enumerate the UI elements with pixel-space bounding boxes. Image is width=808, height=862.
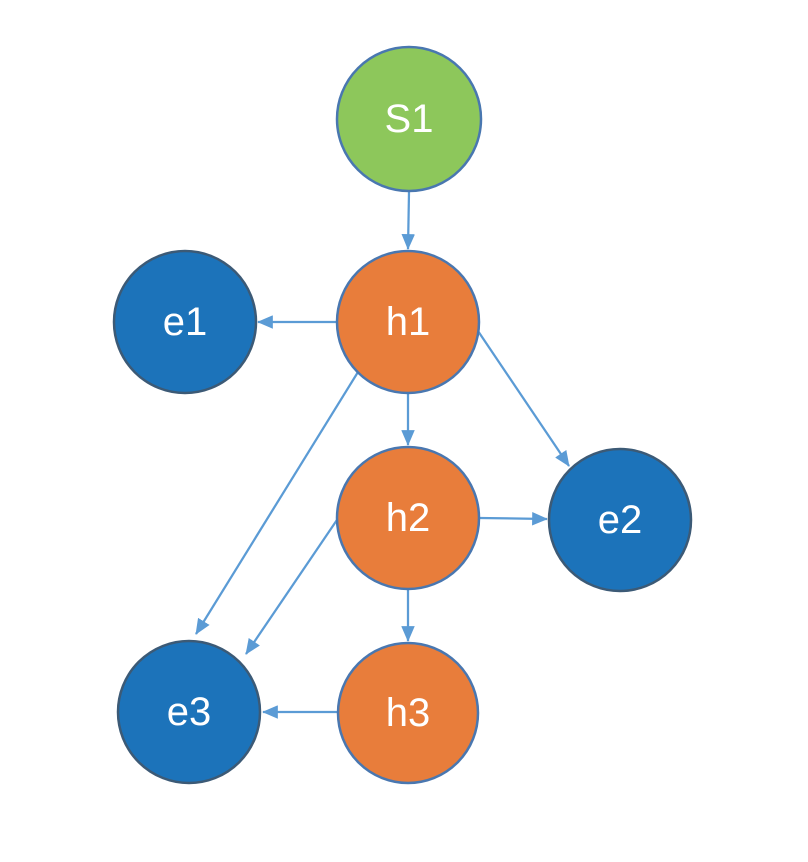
node-label-h3: h3 bbox=[386, 691, 431, 735]
node-h2: h2 bbox=[335, 445, 481, 591]
edge-s1-h1 bbox=[401, 191, 416, 250]
node-h3: h3 bbox=[336, 641, 480, 785]
node-s1: S1 bbox=[335, 45, 483, 193]
node-label-e3: e3 bbox=[167, 690, 212, 734]
node-circle-s1 bbox=[335, 45, 483, 193]
node-circle-e1 bbox=[112, 249, 258, 395]
node-label-e2: e2 bbox=[598, 498, 643, 542]
edge-h1-e3 bbox=[195, 371, 359, 635]
node-circle-h2 bbox=[335, 445, 481, 591]
node-e2: e2 bbox=[547, 447, 693, 593]
node-label-e1: e1 bbox=[163, 300, 208, 344]
node-label-h1: h1 bbox=[386, 300, 431, 344]
edge-h1-e2 bbox=[477, 330, 570, 467]
node-e3: e3 bbox=[116, 639, 262, 785]
node-circle-e3 bbox=[116, 639, 262, 785]
nodes-layer: S1 h1 e1 h2 e2 e3 h3 bbox=[112, 45, 693, 785]
edge-h2-e3 bbox=[245, 513, 342, 655]
node-label-h2: h2 bbox=[386, 496, 431, 540]
edges-layer bbox=[195, 191, 570, 719]
node-h1: h1 bbox=[335, 249, 481, 395]
node-circle-h1 bbox=[335, 249, 481, 395]
node-e1: e1 bbox=[112, 249, 258, 395]
node-label-s1: S1 bbox=[385, 97, 434, 141]
edge-h2-e2 bbox=[479, 512, 548, 526]
node-circle-h3 bbox=[336, 641, 480, 785]
node-circle-e2 bbox=[547, 447, 693, 593]
